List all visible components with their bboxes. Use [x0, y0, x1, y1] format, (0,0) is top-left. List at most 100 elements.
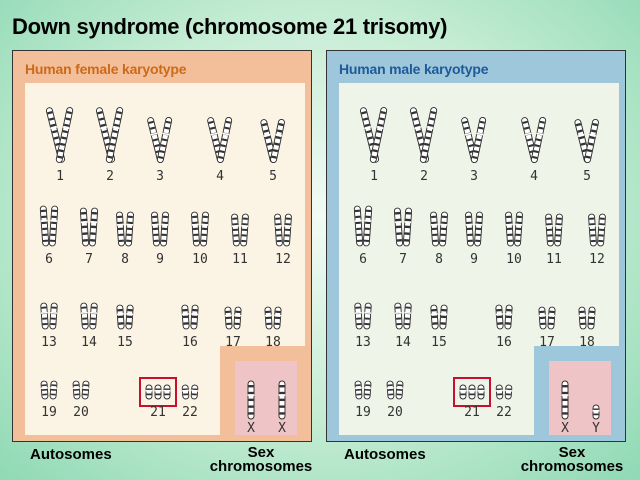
chromosome-21: [145, 384, 153, 400]
sex-label-line1: Sex: [247, 444, 275, 461]
chromosome-number-label: 6: [359, 252, 367, 267]
chromosome-number-label: 22: [496, 405, 512, 420]
chromosome-number-label: 17: [225, 335, 241, 350]
chromosome-17: [224, 306, 233, 330]
chromosome-14: [80, 302, 89, 330]
chromosome-number-label: 7: [399, 252, 407, 267]
chromosome-number-label: 8: [435, 252, 443, 267]
sex-chromosomes-label-female: Sex chromosomes: [205, 444, 317, 474]
chromosome-16: [190, 304, 199, 330]
chromosome-10: [514, 211, 523, 247]
chromosome-number-label: 21: [464, 405, 480, 420]
chromosome-10: [200, 211, 209, 247]
page-title: Down syndrome (chromosome 21 trisomy): [12, 14, 448, 39]
chromosome-13: [354, 302, 363, 330]
chromosome-number-label: 10: [192, 252, 208, 267]
sex-chromosome-box: [235, 361, 297, 435]
chromosome-number-label: 15: [431, 335, 447, 350]
chromosome-15: [116, 304, 125, 330]
chromosome-11: [554, 213, 563, 247]
chromosome-21: [154, 384, 162, 400]
chromosome-number-label: 22: [182, 405, 198, 420]
chromosome-number-label: 3: [156, 169, 164, 184]
chromosome-number-label: 1: [370, 169, 378, 184]
chromosome-number-label: 18: [579, 335, 595, 350]
chromosome-19: [354, 380, 363, 400]
sex-chromosome-label: X: [247, 421, 255, 436]
chromosome-20: [386, 380, 395, 400]
chromosome-21: [477, 384, 485, 400]
chromosome-1: [55, 107, 74, 163]
sex-chromosome-label: Y: [592, 421, 600, 436]
chromosome-number-label: 12: [275, 252, 291, 267]
chromosome-9: [465, 211, 474, 247]
chromosome-16: [504, 304, 513, 330]
chromosome-number-label: 14: [395, 335, 411, 350]
chromosome-17: [547, 306, 556, 330]
chromosome-number-label: 13: [41, 335, 57, 350]
chromosome-number-label: 13: [355, 335, 371, 350]
chromosome-number-label: 10: [506, 252, 522, 267]
chromosome-15: [439, 304, 448, 330]
chromosome-number-label: 5: [269, 169, 277, 184]
sex-label-line2: chromosomes: [520, 458, 624, 475]
chromosome-13: [49, 302, 58, 330]
chromosome-6: [39, 205, 50, 247]
chromosome-22: [495, 384, 504, 400]
sex-label-line1: Sex: [558, 444, 586, 461]
chromosome-number-label: 14: [81, 335, 97, 350]
chromosome-18: [587, 306, 596, 330]
chromosome-number-label: 11: [546, 252, 562, 267]
chromosome-14: [394, 302, 403, 330]
chromosome-12: [588, 213, 597, 247]
chromosome-5: [584, 118, 599, 164]
chromosome-21: [468, 384, 476, 400]
chromosome-15: [125, 304, 134, 330]
chromosome-number-label: 1: [56, 169, 64, 184]
chromosome-number-label: 21: [150, 405, 166, 420]
sex-chromosome-y: [592, 404, 600, 420]
chromosome-number-label: 3: [470, 169, 478, 184]
chromosome-number-label: 9: [156, 252, 164, 267]
chromosome-13: [363, 302, 372, 330]
chromosome-4: [530, 116, 547, 164]
chromosome-16: [181, 304, 190, 330]
chromosome-number-label: 2: [106, 169, 114, 184]
chromosome-17: [233, 306, 242, 330]
chromosome-6: [48, 205, 59, 247]
chromosome-9: [151, 211, 160, 247]
chromosome-18: [273, 306, 282, 330]
chromosome-16: [495, 304, 504, 330]
chromosome-21: [459, 384, 467, 400]
chromosome-number-label: 11: [232, 252, 248, 267]
chromosome-number-label: 8: [121, 252, 129, 267]
chromosome-20: [395, 380, 404, 400]
chromosome-7: [88, 207, 99, 247]
chromosome-6: [353, 205, 364, 247]
chromosome-number-label: 12: [589, 252, 605, 267]
chromosome-8: [116, 211, 125, 247]
chromosome-number-label: 19: [355, 405, 371, 420]
chromosome-11: [240, 213, 249, 247]
chromosome-number-label: 16: [496, 335, 512, 350]
chromosome-number-label: 18: [265, 335, 281, 350]
chromosome-7: [402, 207, 413, 247]
chromosome-19: [49, 380, 58, 400]
chromosome-1: [369, 107, 388, 163]
chromosome-19: [363, 380, 372, 400]
trisomy-21-highlight: [453, 377, 491, 407]
chromosome-number-label: 16: [182, 335, 198, 350]
chromosome-11: [545, 213, 554, 247]
chromosome-9: [474, 211, 483, 247]
chromosome-11: [231, 213, 240, 247]
karyotype-chromosomes: [353, 107, 606, 420]
chromosome-number-label: 2: [420, 169, 428, 184]
chromosome-7: [79, 207, 90, 247]
autosomes-label-male: Autosomes: [344, 446, 426, 463]
chromosome-10: [505, 211, 514, 247]
chromosome-6: [362, 205, 373, 247]
chromosome-22: [504, 384, 513, 400]
